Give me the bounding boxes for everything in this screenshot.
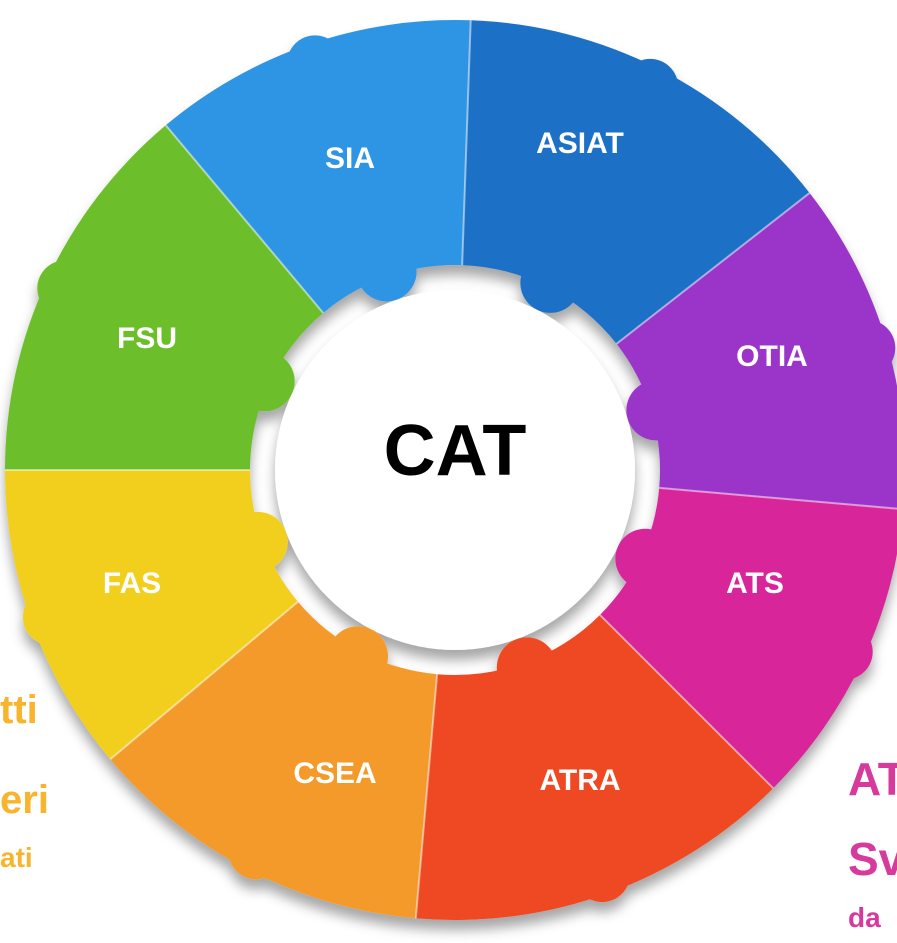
segment-label-atra: ATRA [539, 764, 620, 797]
segment-divider [414, 674, 439, 919]
left-cropped-text-line-2: eri [0, 778, 49, 822]
center-hole [275, 290, 635, 650]
left-cropped-text-line-1: tti [0, 688, 38, 732]
puzzle-inner-knob-otia [626, 380, 687, 441]
segment-atra [415, 614, 774, 920]
segment-dividers [5, 20, 897, 919]
segment-label-ats: ATS [726, 567, 784, 600]
puzzle-inner-knob-atra [496, 637, 557, 698]
segment-divider [599, 614, 774, 789]
puzzle-knob-asiat [622, 58, 679, 115]
puzzle-knob-fsu [37, 260, 94, 317]
segment-label-fas: FAS [103, 567, 161, 600]
segment-label-fsu: FSU [117, 322, 177, 355]
puzzle-segments [5, 19, 897, 920]
left-cropped-text-line-3: ati [0, 842, 33, 873]
segment-label-asiat: ASIAT [536, 127, 624, 160]
puzzle-inner-knob-fas [227, 511, 288, 572]
segment-fas [5, 470, 298, 760]
segment-divider [164, 124, 324, 314]
right-cropped-text-line-3: da [848, 902, 881, 933]
segment-divider [461, 20, 472, 266]
watermark-text: VC K [356, 497, 523, 575]
segment-divider [615, 192, 811, 345]
segment-labels: SIA ASIAT OTIA ATS ATRA CSEA FAS FSU [103, 127, 808, 797]
puzzle-inner-knob-csea [328, 626, 389, 687]
puzzle-knob-ats [816, 623, 873, 680]
right-cropped-text-line-1: AT [848, 753, 897, 805]
segment-divider [659, 486, 897, 510]
segment-label-sia: SIA [325, 142, 375, 175]
segment-label-otia: OTIA [736, 340, 808, 373]
puzzle-knob-sia [287, 35, 344, 92]
puzzle-inner-knob-fsu [234, 351, 295, 412]
puzzle-knob-otia [839, 319, 896, 376]
puzzle-inner-knob-ats [615, 528, 676, 589]
right-cropped-text-line-2: Sv [848, 833, 897, 885]
puzzle-knob-fas [22, 589, 79, 646]
puzzle-inner-knob-asiat [520, 252, 581, 313]
puzzle-knob-atra [574, 846, 631, 903]
segment-divider [109, 601, 299, 761]
segment-otia [616, 192, 897, 509]
center-label: CAT [384, 411, 527, 491]
segment-sia [165, 19, 471, 313]
segment-label-csea: CSEA [293, 757, 376, 790]
puzzle-inner-knob-sia [356, 241, 417, 302]
puzzle-knob-csea [228, 823, 285, 880]
